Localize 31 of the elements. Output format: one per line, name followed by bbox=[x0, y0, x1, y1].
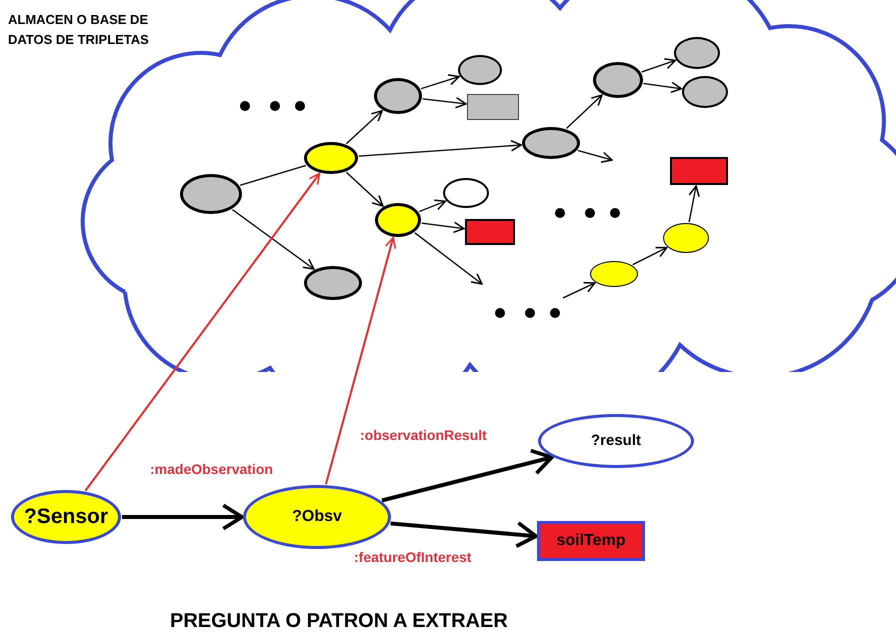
node-label: ?Sensor bbox=[24, 504, 108, 530]
arrow bbox=[632, 246, 668, 266]
arrow bbox=[566, 94, 603, 129]
arrow bbox=[381, 448, 554, 502]
link-arrow bbox=[84, 172, 320, 492]
arrow bbox=[390, 521, 538, 548]
query-node bbox=[537, 521, 645, 561]
graph-node bbox=[670, 157, 728, 185]
arrow bbox=[418, 199, 446, 212]
arrow bbox=[122, 503, 244, 531]
caption: PREGUNTA O PATRON A EXTRAER bbox=[170, 609, 508, 634]
node-label: ?Obsv bbox=[292, 507, 342, 527]
node-label: soilTemp bbox=[556, 531, 626, 551]
store-title: ALMACEN O BASE DE DATOS DE TRIPLETAS bbox=[8, 11, 150, 49]
arrow bbox=[562, 282, 596, 299]
arrow bbox=[578, 150, 613, 163]
node-label: ?result bbox=[590, 430, 641, 451]
arrow bbox=[688, 185, 700, 222]
arrow bbox=[414, 232, 483, 285]
arrow bbox=[641, 58, 676, 73]
arrow bbox=[358, 140, 522, 157]
graph-node bbox=[467, 94, 519, 120]
arrow bbox=[643, 82, 682, 94]
link-arrow bbox=[324, 236, 396, 484]
arrow bbox=[346, 172, 384, 207]
arrow bbox=[422, 222, 465, 234]
arrow bbox=[422, 97, 467, 108]
graph-node bbox=[465, 219, 515, 245]
arrow bbox=[232, 209, 315, 270]
arrow bbox=[346, 110, 383, 144]
arrow bbox=[420, 74, 460, 90]
